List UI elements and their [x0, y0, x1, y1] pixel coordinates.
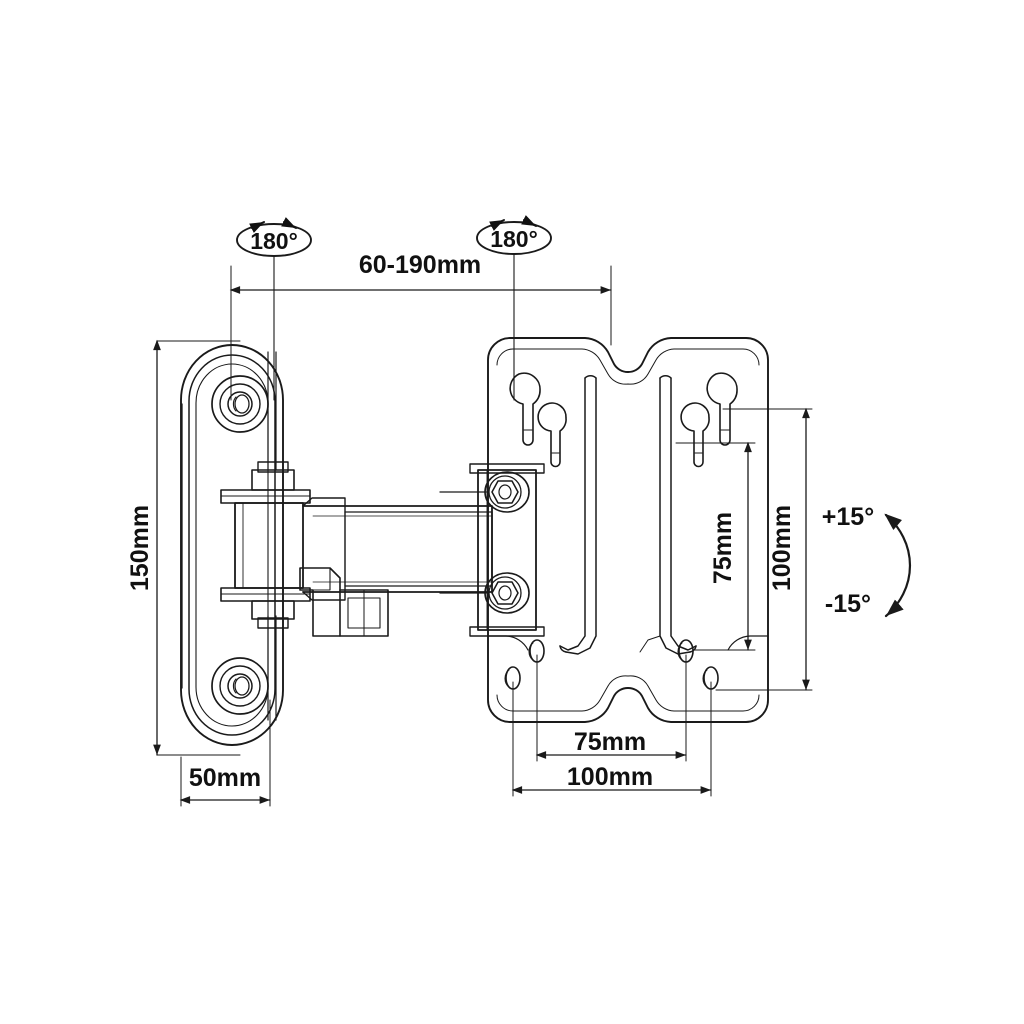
- keyhole-upper-inner-left: [537, 402, 567, 468]
- cable-clip: [299, 567, 389, 637]
- extension-arm: [302, 497, 493, 601]
- wall-plate-outline: [180, 344, 284, 746]
- label-extension: 60-190mm: [359, 251, 481, 279]
- vesa-plate: [487, 337, 769, 723]
- wall-pivot-shaft: [267, 351, 277, 721]
- keyhole-upper-outer-left: [509, 372, 541, 446]
- label-tilt-down: -15°: [825, 590, 871, 618]
- dim-extension: [229, 265, 612, 401]
- label-swivel-right: 180°: [490, 226, 538, 252]
- swivel-symbol-left: [236, 217, 312, 401]
- dim-vesa-v-75: [675, 441, 756, 651]
- dim-plate-width: [179, 699, 271, 807]
- dim-vesa-v-100: [715, 407, 813, 691]
- label-vesa-v-100: 100mm: [768, 505, 796, 591]
- dim-plate-height: [153, 339, 241, 756]
- label-swivel-left: 180°: [250, 228, 298, 254]
- dim-vesa-h-75: [535, 654, 687, 762]
- tilt-arc-symbol: [884, 513, 912, 618]
- label-vesa-h-100: 100mm: [567, 763, 653, 791]
- vesa-plate-ribs: [559, 375, 697, 655]
- dim-vesa-h-100: [511, 681, 712, 797]
- label-plate-width: 50mm: [189, 764, 261, 792]
- label-plate-height: 150mm: [126, 505, 154, 591]
- swivel-symbol-right: [476, 215, 552, 401]
- keyhole-upper-inner-right: [680, 402, 710, 468]
- swivel-joint-left: [220, 461, 311, 629]
- label-vesa-h-75: 75mm: [574, 728, 646, 756]
- tilt-bolt-block: [439, 463, 545, 637]
- label-vesa-v-75: 75mm: [709, 512, 737, 584]
- label-tilt-up: +15°: [822, 503, 874, 531]
